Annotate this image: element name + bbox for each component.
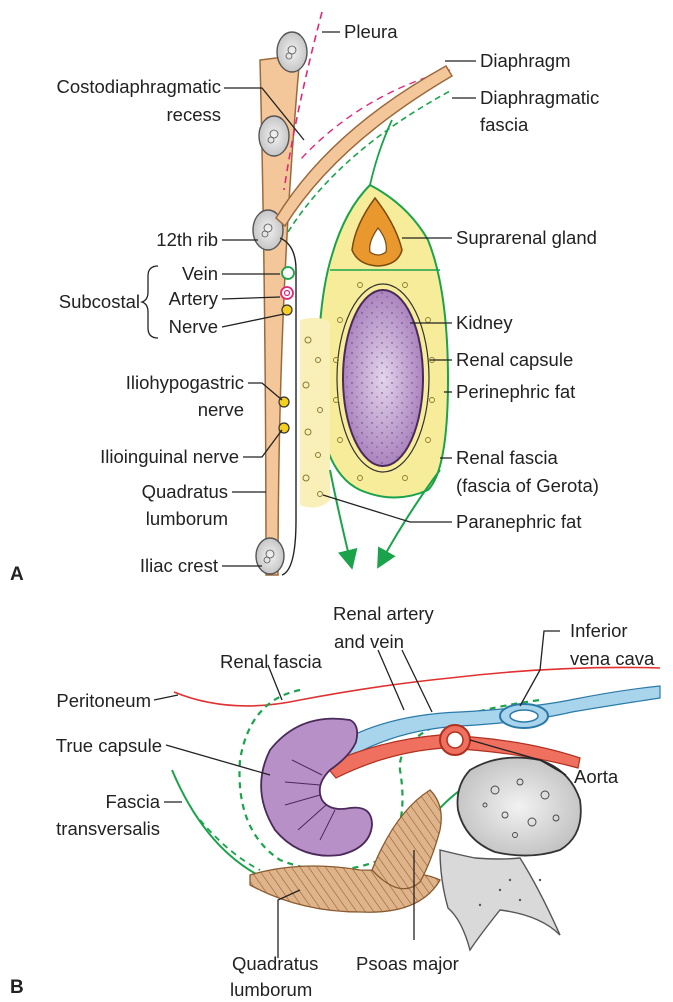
label-fascia-of-gerota: (fascia of Gerota)	[456, 475, 599, 496]
subcostal-artery	[281, 287, 293, 299]
panel-a: Pleura Costodiaphragmatic recess Diaphra…	[10, 12, 599, 585]
label-suprarenal-gland: Suprarenal gland	[456, 227, 597, 248]
renal-fascia-anterior-arrow	[330, 470, 350, 560]
label-kidney: Kidney	[456, 312, 513, 333]
panel-b: Renal artery and vein Inferior vena cava…	[10, 603, 660, 1000]
label-pleura: Pleura	[344, 21, 398, 42]
label-diaphragm: Diaphragm	[480, 50, 571, 71]
label-iliac-crest: Iliac crest	[140, 555, 218, 576]
label-renal-capsule: Renal capsule	[456, 349, 573, 370]
label-lumborum-a: lumborum	[146, 508, 228, 529]
label-paranephric-fat: Paranephric fat	[456, 511, 581, 532]
rib-section-1	[277, 32, 307, 72]
label-true-capsule: True capsule	[56, 735, 162, 756]
label-subcostal: Subcostal	[59, 291, 140, 312]
subcostal-brace	[142, 266, 158, 338]
label-renal-fascia: Renal fascia	[456, 447, 559, 468]
label-12th-rib: 12th rib	[156, 229, 218, 250]
label-artery: Artery	[169, 288, 219, 309]
label-iliohypogastric-nerve: nerve	[198, 399, 244, 420]
panel-letter-b: B	[10, 977, 24, 998]
label-perinephric-fat: Perinephric fat	[456, 381, 575, 402]
label-iliohypogastric: Iliohypogastric	[126, 372, 244, 393]
label-inferior: Inferior	[570, 620, 628, 641]
label-recess: recess	[167, 104, 222, 125]
label-vena-cava: vena cava	[570, 648, 655, 669]
label-psoas-major: Psoas major	[356, 953, 459, 974]
label-ilioinguinal-nerve: Ilioinguinal nerve	[100, 446, 239, 467]
psoas-major	[372, 790, 441, 889]
label-nerve: Nerve	[169, 316, 218, 337]
kidney-stipple	[345, 292, 421, 464]
kidney-b	[261, 719, 372, 856]
label-diaphragmatic: Diaphragmatic	[480, 87, 599, 108]
label-costodiaphragmatic: Costodiaphragmatic	[56, 76, 221, 97]
label-peritoneum: Peritoneum	[56, 690, 151, 711]
label-quadratus-b: Quadratus	[232, 953, 318, 974]
paranephric-fat	[300, 318, 330, 508]
label-diaphragmatic-fascia: fascia	[480, 114, 529, 135]
iliac-crest-section	[256, 538, 284, 574]
label-and-vein: and vein	[334, 631, 404, 652]
label-fascia: Fascia	[106, 791, 161, 812]
subcostal-vein	[282, 267, 294, 279]
label-transversalis: transversalis	[56, 818, 160, 839]
label-vein: Vein	[182, 263, 218, 284]
label-lumborum-b: lumborum	[230, 979, 312, 1000]
vertebral-arch	[440, 850, 560, 950]
label-renal-fascia-b: Renal fascia	[220, 651, 323, 672]
rib-section-2	[259, 116, 289, 156]
label-renal-artery: Renal artery	[333, 603, 435, 624]
label-quadratus-a: Quadratus	[142, 481, 228, 502]
label-aorta: Aorta	[574, 766, 619, 787]
panel-letter-a: A	[10, 564, 24, 585]
